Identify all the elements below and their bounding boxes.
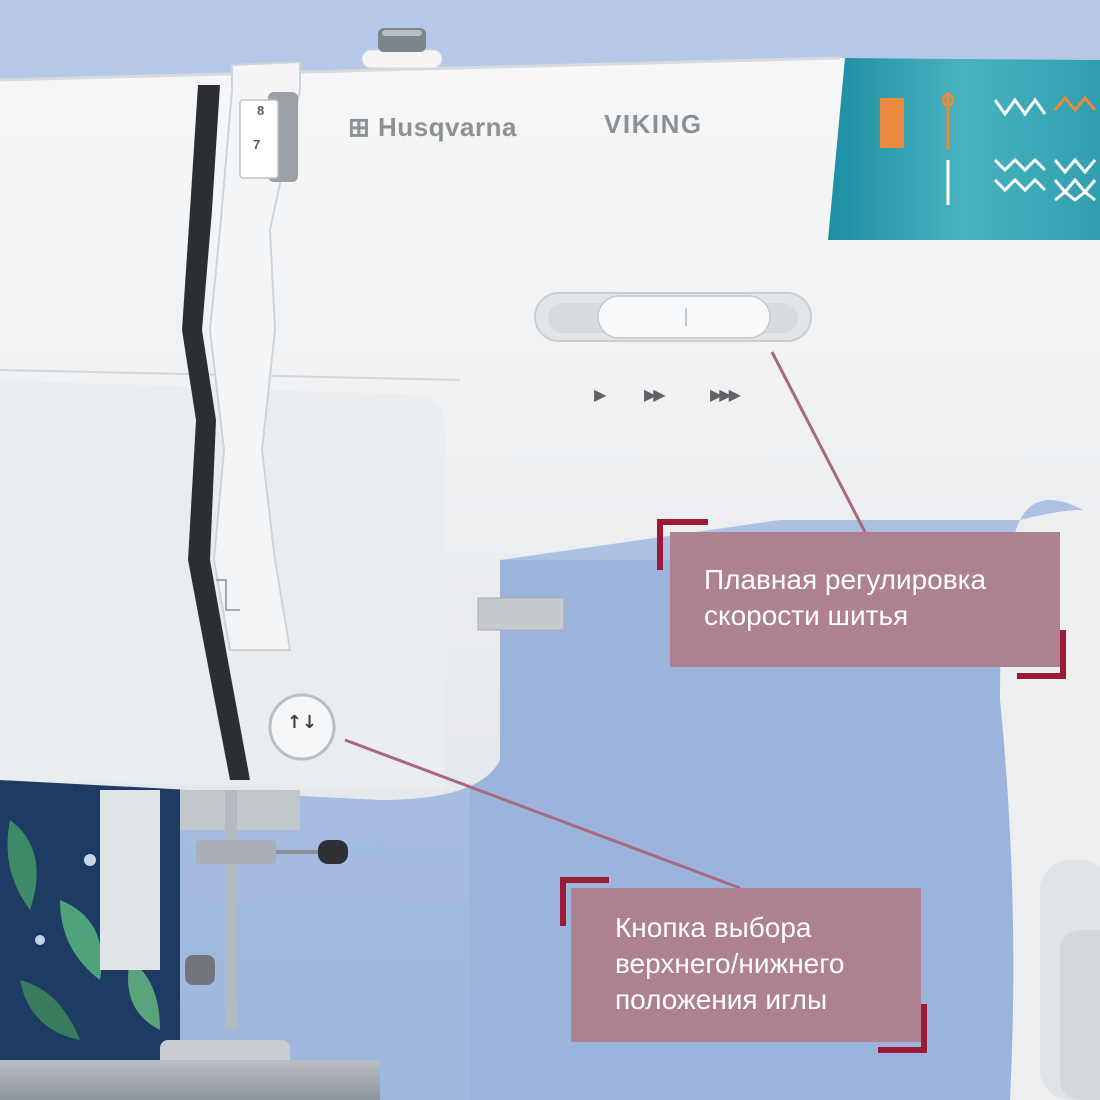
callout-needle-position: Кнопка выбора верхнего/нижнего положения… [571, 888, 921, 1042]
spool-pin-base [361, 49, 443, 69]
presser-foot-lever[interactable] [318, 840, 348, 864]
speed-fast-icon: ▶▶▶ [710, 385, 741, 404]
callout-needle-line-1: Кнопка выбора [615, 912, 812, 943]
husqvarna-crown-icon: ⊞ [348, 112, 371, 142]
callout-speed-line-1: Плавная регулировка [704, 564, 987, 595]
speed-slow-icon: ▶ [594, 385, 606, 404]
leader-line-speed [770, 351, 867, 533]
callout-needle-line-3: положения иглы [615, 984, 828, 1015]
callout-speed-corner-br [1017, 630, 1066, 679]
stitch-symbols [880, 92, 1097, 205]
callout-speed-line-2: скорости шитья [704, 600, 909, 631]
needle-bar-mechanism [180, 790, 300, 830]
brand-husqvarna: Husqvarna [378, 112, 517, 142]
thread-slot [182, 85, 250, 780]
callout-needle-corner-tl [560, 877, 609, 926]
callout-needle-corner-br [878, 1004, 927, 1053]
needle-up-down-icon: ↑↓ [286, 712, 318, 733]
thread-cutter [477, 597, 565, 631]
speed-medium-icon: ▶▶ [644, 385, 666, 404]
speed-slider-knob[interactable] [597, 295, 771, 339]
dial-number-7: 7 [253, 137, 261, 152]
leader-line-needle [344, 738, 741, 890]
brand-viking: VIKING [604, 109, 703, 139]
stitch-selection-panel [828, 58, 1100, 240]
handwheel[interactable] [1060, 930, 1100, 1100]
needle-position-button[interactable] [268, 693, 336, 761]
callout-needle-line-2: верхнего/нижнего [615, 948, 845, 979]
needle-plate [0, 1060, 380, 1100]
brand-husqvarna-logo: ⊞ Husqvarna [348, 112, 517, 143]
callout-speed-corner-tl [657, 519, 708, 570]
callout-speed-control: Плавная регулировка скорости шитья [670, 532, 1060, 667]
needle-bar [225, 790, 237, 1030]
dial-number-8: 8 [257, 103, 265, 118]
